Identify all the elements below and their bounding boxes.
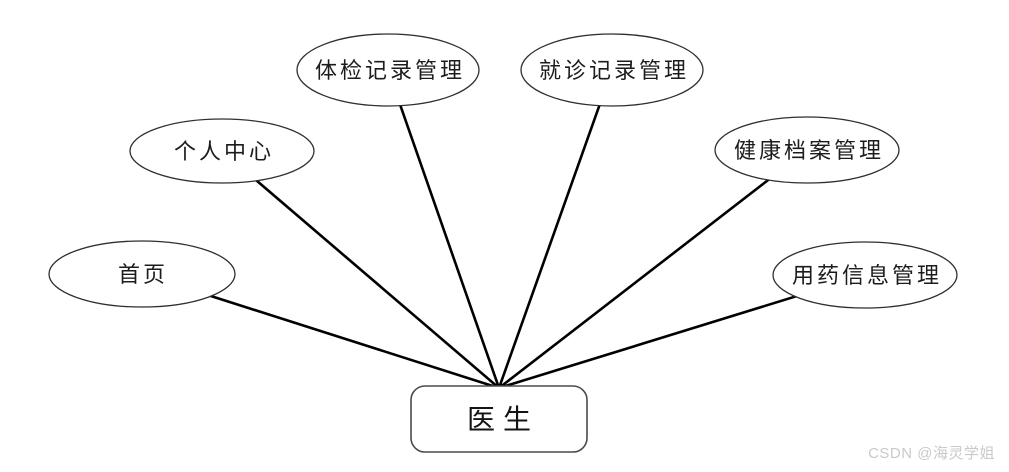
usecase-label-medication-info: 用药信息管理 xyxy=(792,264,942,289)
usecase-ellipse-medication-info xyxy=(772,241,958,309)
usecase-label-visit-records: 就诊记录管理 xyxy=(539,59,689,84)
connector-lines xyxy=(140,68,867,390)
connector-personal-center xyxy=(220,149,501,390)
usecase-label-personal-center: 个人中心 xyxy=(174,140,274,165)
usecase-ellipse-physical-exam-records xyxy=(296,33,480,107)
watermark: CSDN @海灵学姐 xyxy=(868,445,995,462)
usecase-label-physical-exam-records: 体检记录管理 xyxy=(315,59,465,84)
connector-visit-records xyxy=(497,68,614,390)
connector-health-archives xyxy=(497,148,809,390)
actor-label: 医生 xyxy=(467,403,539,436)
usecase-nodes xyxy=(48,33,958,309)
usecase-label-home: 首页 xyxy=(118,263,168,288)
connector-physical-exam-records xyxy=(386,68,501,390)
node-labels: 首页 个人中心 体检记录管理 就诊记录管理 健康档案管理 用药信息管理 医生 xyxy=(118,59,942,436)
usecase-ellipse-visit-records xyxy=(520,33,704,107)
usecase-label-health-archives: 健康档案管理 xyxy=(734,139,884,164)
usecase-ellipse-personal-center xyxy=(129,118,315,184)
usecase-ellipse-health-archives xyxy=(714,116,900,184)
actor-box xyxy=(410,385,588,453)
usecase-ellipse-home xyxy=(48,240,236,308)
